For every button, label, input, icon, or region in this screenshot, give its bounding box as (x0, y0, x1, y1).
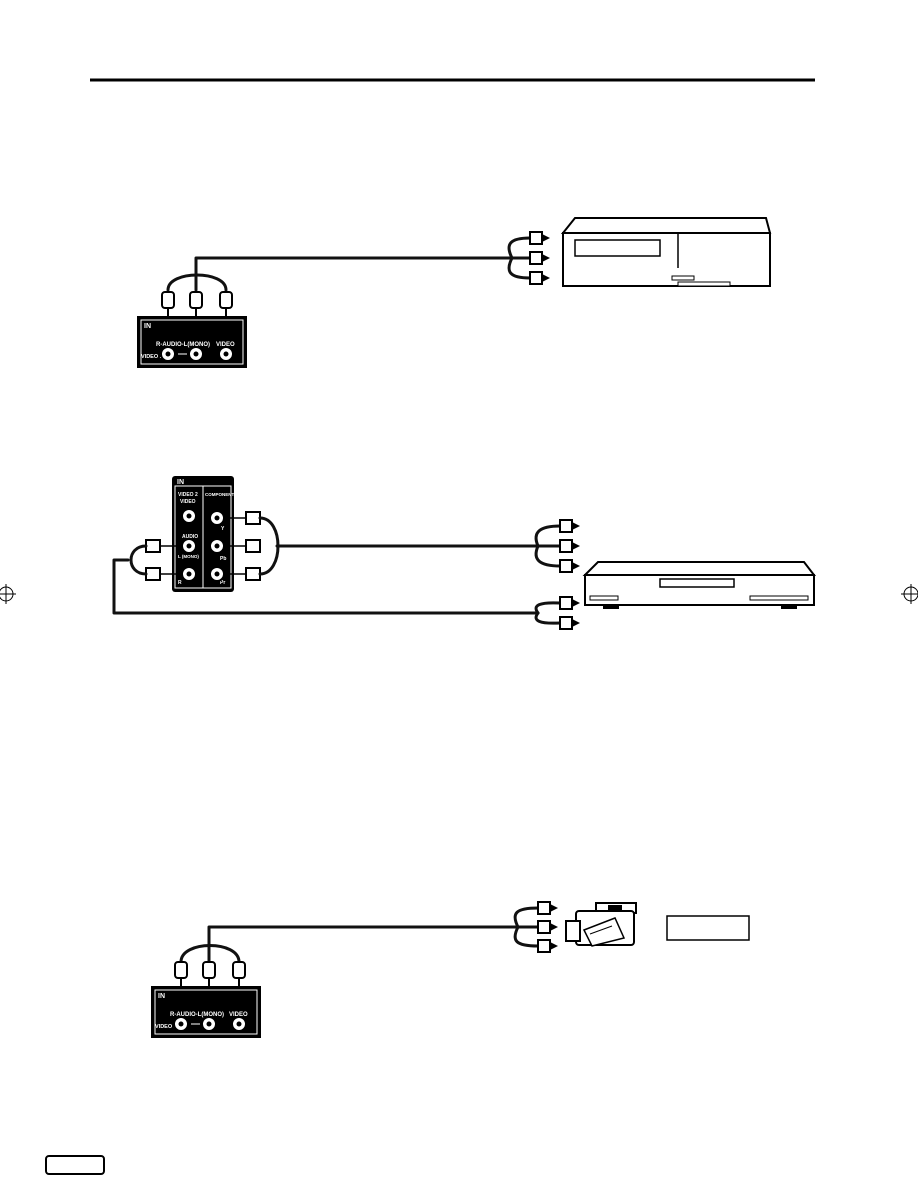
panel3-jack-audio-l (201, 1016, 217, 1032)
dvd-player-icon (582, 561, 817, 609)
panel1-in-label: IN (144, 323, 151, 330)
panel2-lmono-label: L (MONO) (178, 554, 199, 559)
panel2-component-label: COMPONENT (205, 492, 235, 497)
panel2-video-label: VIDEO (180, 499, 196, 505)
camcorder-icon (565, 902, 637, 947)
panel2-jack-video (181, 508, 197, 524)
panel2-jack-audio-l (181, 538, 197, 554)
panel3-audio-label: R-AUDIO-L(MONO) (170, 1012, 224, 1018)
page-number-tab (45, 1155, 105, 1175)
section-vcr-connection: IN R-AUDIO-L(MONO) VIDEO VIDEO 1 (137, 217, 772, 368)
tv-side-plugs-3 (174, 961, 246, 1010)
panel3-jack-audio-r (173, 1016, 189, 1032)
panel3-video-label: VIDEO (229, 1012, 248, 1018)
panel1-jack-audio-l (188, 346, 204, 362)
panel3-jack-video (231, 1016, 247, 1032)
panel1-video-label: VIDEO (216, 342, 235, 348)
panel2-jack-y (209, 510, 225, 526)
input-panel-video1: IN R-AUDIO-L(MONO) VIDEO VIDEO 1 (137, 316, 247, 368)
panel1-jack-audio-r (160, 346, 176, 362)
panel1-port-label: VIDEO 1 (141, 354, 163, 360)
panel2-jack-pr (209, 566, 225, 582)
panel1-audio-label: R-AUDIO-L(MONO) (156, 342, 210, 348)
device-label-box (666, 915, 750, 941)
registration-mark-left-icon (0, 584, 16, 604)
panel3-in-label: IN (158, 993, 165, 1000)
audio-cable (112, 558, 540, 615)
panel2-audio-label: AUDIO (182, 534, 198, 540)
camcorder-av-cable (207, 925, 520, 964)
input-panel-video1-camcorder: IN R-AUDIO-L(MONO) VIDEO VIDEO 1 (151, 986, 261, 1038)
vcr-av-cable (194, 256, 514, 292)
panel2-pr-label: Pr (220, 580, 225, 586)
dvd-audio-plugs (534, 596, 580, 630)
panel2-r-label: R (178, 580, 182, 586)
vcr-icon (560, 217, 772, 287)
dvd-component-plugs (534, 519, 580, 573)
input-panel-video2-component: IN VIDEO 2 VIDEO COMPONENT AUDIO L (MONO… (172, 476, 235, 592)
panel2-jack-audio-r (181, 566, 197, 582)
panel1-jack-video (218, 346, 234, 362)
panel3-port-label: VIDEO 1 (155, 1024, 177, 1030)
panel2-y-label: Y (221, 526, 225, 532)
audio-cable-plugs-panel (129, 539, 182, 581)
panel2-jack-pb (209, 538, 225, 554)
vcr-cable-plugs (507, 231, 550, 285)
panel2-video2-label: VIDEO 2 (178, 492, 198, 498)
camcorder-cable-plugs (513, 901, 558, 953)
camcorder-cable-split (179, 944, 241, 964)
section-camcorder-connection: IN R-AUDIO-L(MONO) VIDEO VIDEO 1 (151, 901, 750, 1038)
panel2-pb-label: Pb (220, 556, 226, 562)
vcr-cable-split (166, 273, 228, 292)
panel2-in-label: IN (177, 479, 184, 486)
section-dvd-connection: IN VIDEO 2 VIDEO COMPONENT AUDIO L (MONO… (112, 476, 817, 630)
registration-mark-right-icon (901, 584, 918, 604)
